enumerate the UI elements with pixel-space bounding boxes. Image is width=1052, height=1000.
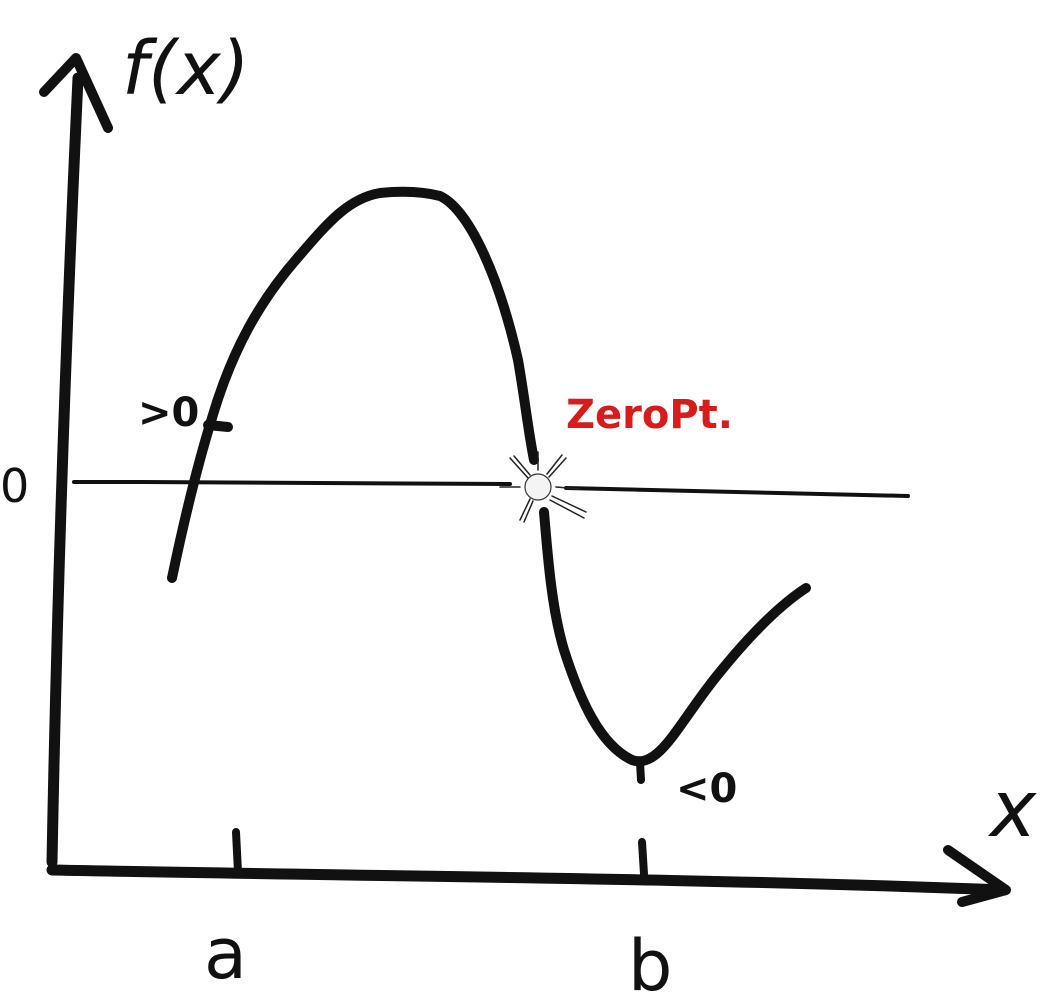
tick-a-label: a [204,913,247,995]
y-axis-label: f(x) [122,26,250,112]
tick-b [638,838,648,878]
zero-label: 0 [0,459,29,513]
zero-line-right [564,486,910,498]
x-axis-line [46,864,1010,896]
y-axis-line [46,72,84,868]
function-curve [167,186,539,583]
x-axis-arrowhead [943,845,1011,907]
positive-marker-tick [203,420,233,432]
zero-point-label: ZeroPt. [566,392,733,438]
x-axis-label: x [987,765,1037,855]
negative-marker-tick [636,758,645,784]
y-axis-arrowhead [39,53,113,133]
function-curve-lower [539,507,811,767]
tick-a [232,828,242,876]
positive-marker-label: >0 [138,390,199,436]
zero-line [72,480,512,486]
negative-marker-label: <0 [676,766,737,812]
tick-b-label: b [628,925,672,1000]
zero-point-sparkle-icon [499,451,587,523]
